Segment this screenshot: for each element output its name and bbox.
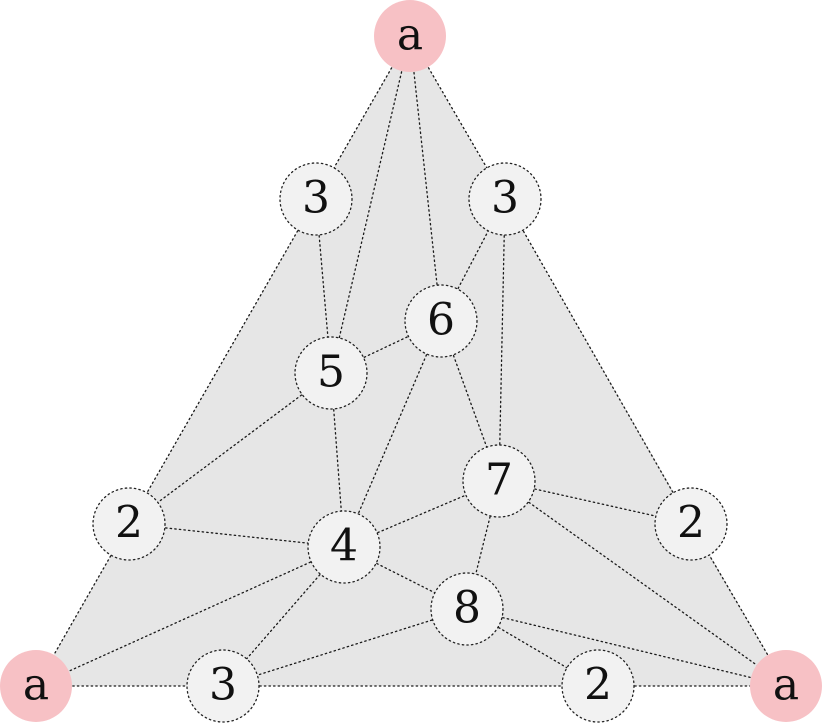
- edge-n7-right: [498, 480, 787, 687]
- node-circle: [561, 649, 635, 723]
- node-label: 2: [677, 498, 705, 549]
- edge-n4-left: [35, 546, 345, 687]
- node-circle: [279, 162, 353, 236]
- node-n8: 8: [430, 572, 504, 646]
- node-circle: [462, 444, 536, 518]
- corner-node-circle: [374, 0, 446, 72]
- node-label: 4: [330, 521, 358, 572]
- node-label: 3: [491, 173, 519, 224]
- node-right: a: [750, 650, 822, 722]
- node-n3c: 3: [186, 649, 260, 723]
- node-label: a: [397, 10, 423, 61]
- node-circle: [430, 572, 504, 646]
- node-n2r: 2: [654, 487, 728, 561]
- node-circle: [307, 510, 381, 584]
- edge-n5-n2l: [128, 372, 332, 525]
- edge-n8-n3c: [222, 608, 468, 687]
- node-circle: [294, 336, 368, 410]
- node-n6: 6: [404, 284, 478, 358]
- node-label: 3: [302, 173, 330, 224]
- triangle-face: [36, 36, 786, 686]
- node-n3a: 3: [279, 162, 353, 236]
- node-n7: 7: [462, 444, 536, 518]
- node-label: 8: [453, 583, 481, 634]
- edge-n3a-n2l: [128, 198, 317, 525]
- node-circle: [468, 162, 542, 236]
- edge-top-n6: [409, 35, 442, 322]
- edge-n2l-left: [35, 523, 130, 687]
- node-label: 7: [485, 455, 513, 506]
- node-n3b: 3: [468, 162, 542, 236]
- edge-n6-n4: [343, 320, 442, 548]
- node-n4: 4: [307, 510, 381, 584]
- edge-n8-right: [466, 608, 787, 687]
- node-top: a: [374, 0, 446, 72]
- node-circle: [92, 487, 166, 561]
- corner-node-circle: [750, 650, 822, 722]
- node-label: 5: [317, 347, 345, 398]
- node-label: 2: [584, 660, 612, 711]
- edge-n3b-n7: [498, 198, 506, 482]
- node-left: a: [0, 650, 72, 722]
- corner-node-circle: [0, 650, 72, 722]
- node-circle: [404, 284, 478, 358]
- node-label: 2: [115, 498, 143, 549]
- node-label: a: [23, 660, 49, 711]
- node-circle: [654, 487, 728, 561]
- node-circle: [186, 649, 260, 723]
- node-label: 6: [427, 295, 455, 346]
- node-label: 3: [209, 660, 237, 711]
- node-label: a: [773, 660, 799, 711]
- node-n2b: 2: [561, 649, 635, 723]
- node-n5: 5: [294, 336, 368, 410]
- node-n2l: 2: [92, 487, 166, 561]
